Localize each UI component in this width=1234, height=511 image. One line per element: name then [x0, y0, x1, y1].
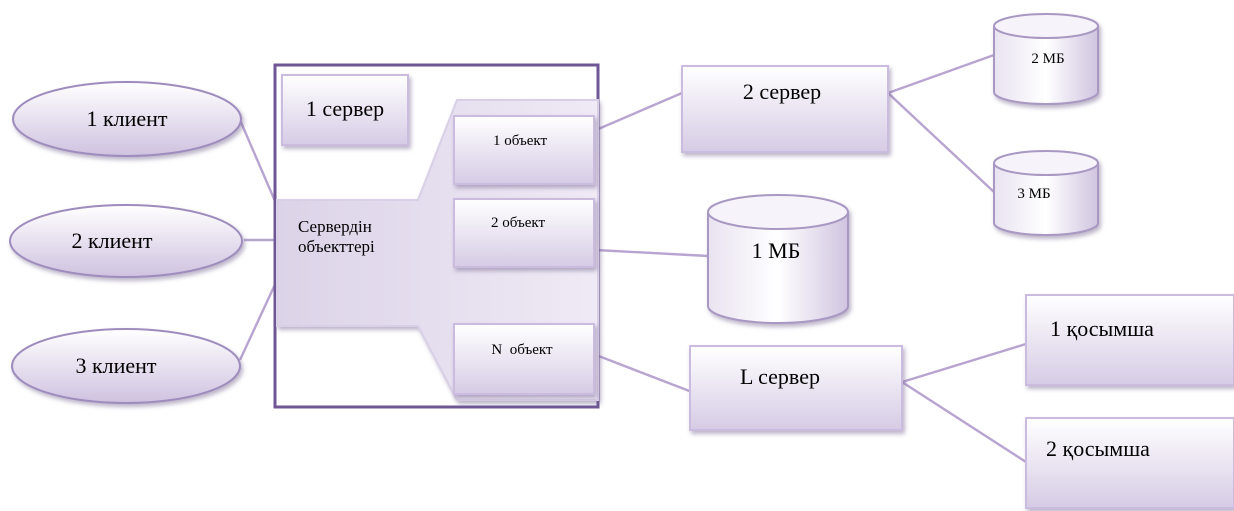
client-oval-2[interactable] [9, 204, 243, 278]
connector-serverl-app1 [901, 342, 1027, 384]
database-1mb-icon[interactable] [707, 194, 849, 324]
server-objects-label: Сервердін объекттері [298, 217, 376, 256]
app-label-1: 1 қосымша [1050, 316, 1154, 341]
client-oval-1[interactable] [12, 81, 242, 157]
serverl-box[interactable] [689, 345, 903, 431]
client-label-2: 2 клиент [71, 228, 152, 253]
database-label-3mb: 3 МБ [1017, 186, 1050, 202]
server-objects-line-1: Сервердін [298, 217, 372, 236]
object-label-2: 2 объект [491, 215, 546, 231]
object-box-n[interactable] [453, 323, 595, 395]
database-label-1mb: 1 МБ [752, 238, 801, 263]
database-2mb-icon[interactable] [993, 13, 1099, 105]
server1-box[interactable] [281, 74, 409, 146]
connector-client1-objects [238, 119, 280, 209]
object-label-n: N объект [491, 342, 553, 358]
connector-server2-db3 [887, 92, 995, 193]
server2-label: 2 сервер [743, 79, 821, 104]
client-label-3: 3 клиент [75, 353, 156, 378]
server-objects-line-2: объекттері [298, 237, 375, 256]
connector-object1-server2 [595, 91, 683, 132]
object-label-1: 1 объект [493, 133, 548, 149]
object-box-1[interactable] [453, 115, 595, 185]
server2-box[interactable] [681, 65, 889, 153]
serverl-label: L сервер [740, 364, 820, 389]
database-label-2mb: 2 МБ [1031, 51, 1064, 67]
client-oval-3[interactable] [11, 328, 241, 404]
app-box-1[interactable] [1025, 294, 1234, 386]
client-label-1: 1 клиент [86, 106, 167, 131]
server1-label: 1 сервер [306, 96, 384, 121]
database-3mb-icon[interactable] [993, 150, 1099, 236]
connector-client3-objects [238, 277, 280, 361]
connector-object2-db1 [595, 248, 709, 258]
app-label-2: 2 қосымша [1046, 436, 1150, 461]
connector-server2-db2 [887, 53, 995, 95]
connector-objectn-serverl [595, 353, 693, 394]
object-box-2[interactable] [453, 198, 595, 268]
app-box-2[interactable] [1025, 417, 1234, 509]
connector-serverl-app2 [901, 380, 1027, 464]
connectors [238, 53, 1027, 464]
